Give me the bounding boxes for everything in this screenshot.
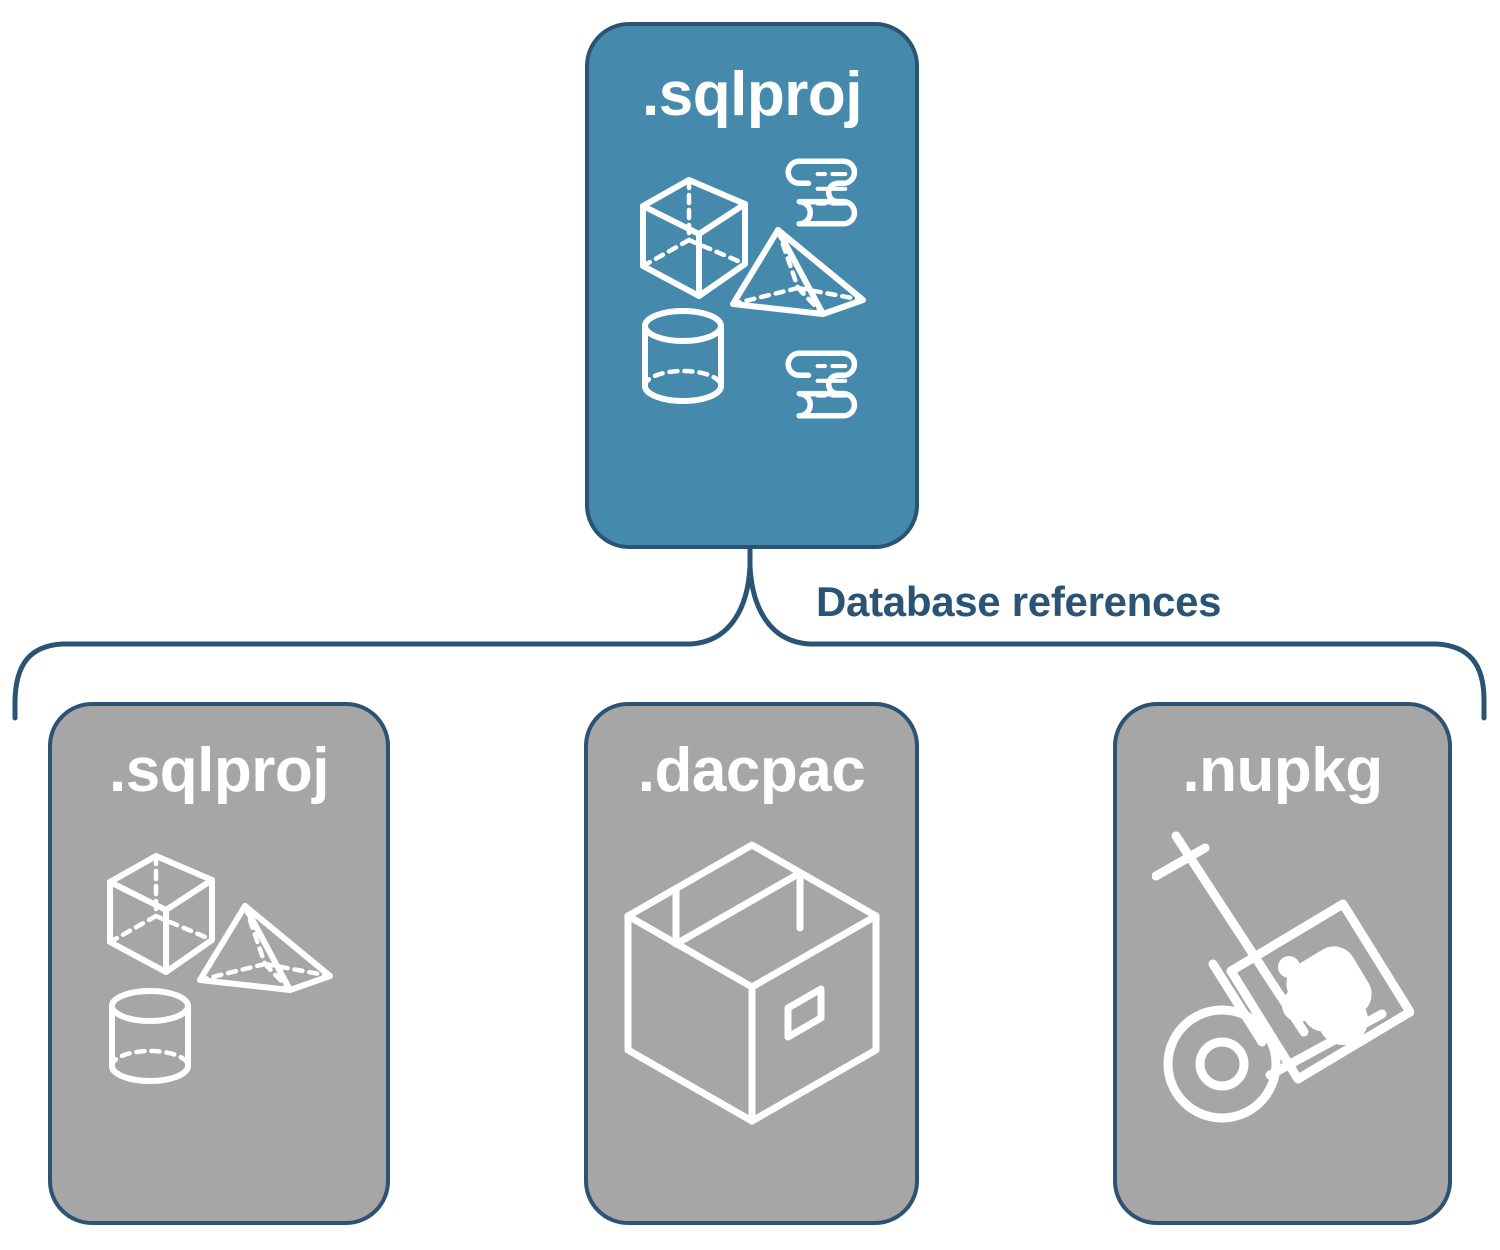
node-title: .sqlproj — [642, 60, 862, 129]
node-title: .dacpac — [637, 736, 866, 805]
nuget-glyph — [1277, 946, 1372, 1045]
scroll-icon — [785, 350, 858, 419]
shipping-box-icon — [624, 841, 879, 1125]
node-reference-sqlproj[interactable]: .sqlproj — [48, 702, 390, 1225]
node-icon-group — [588, 828, 915, 1221]
hand-truck-package-icon — [1151, 831, 1414, 1123]
node-icon-group — [589, 148, 915, 545]
node-icon-group — [1117, 828, 1448, 1221]
node-title: .sqlproj — [109, 736, 329, 805]
node-sqlproj-root[interactable]: .sqlproj — [585, 22, 919, 549]
cylinder-icon — [642, 308, 724, 404]
pyramid-icon — [730, 227, 866, 317]
brace-left — [12, 563, 753, 721]
cube-icon — [107, 853, 215, 975]
cube-icon — [640, 177, 748, 299]
node-reference-dacpac[interactable]: .dacpac — [584, 702, 919, 1225]
connector-label: Database references — [816, 578, 1222, 625]
pyramid-icon — [197, 903, 333, 993]
node-icon-group — [52, 828, 386, 1221]
node-reference-nupkg[interactable]: .nupkg — [1113, 702, 1452, 1225]
database-objects-icon-group — [107, 853, 333, 1084]
cylinder-icon — [109, 988, 191, 1084]
scroll-icon — [785, 158, 858, 227]
node-title: .nupkg — [1182, 736, 1383, 805]
database-objects-icon-group — [640, 158, 866, 419]
